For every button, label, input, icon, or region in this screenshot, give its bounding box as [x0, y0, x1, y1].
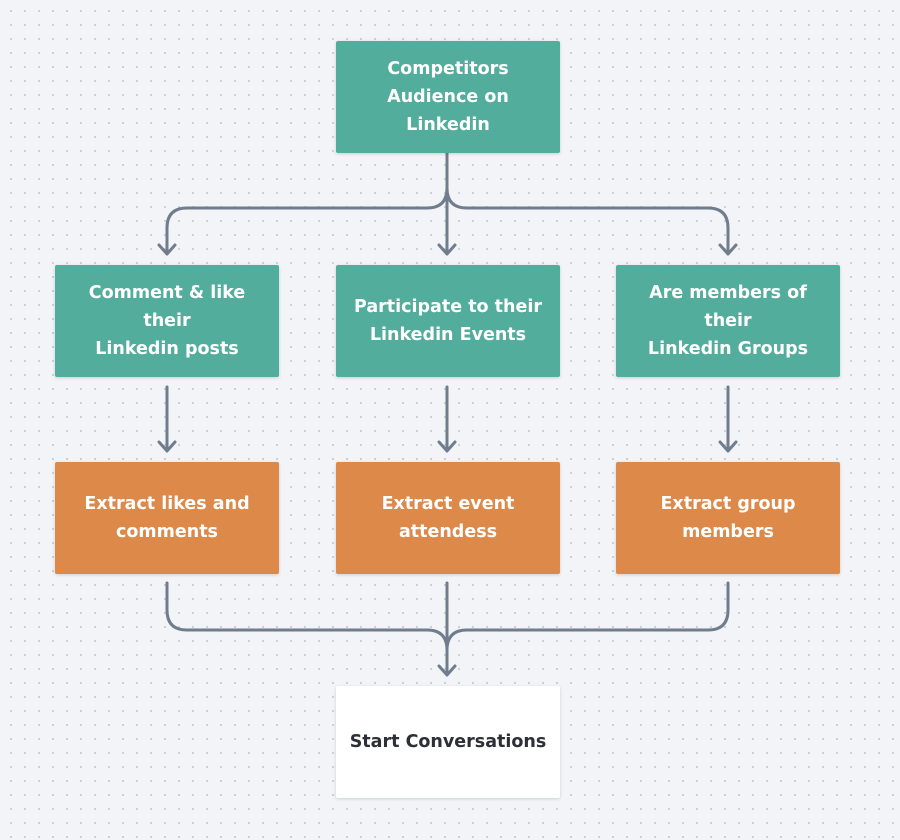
node-label: Competitors Audience on Linkedin [387, 59, 509, 135]
connector-merge-right [445, 581, 730, 652]
arrowhead-down [437, 664, 457, 677]
node-label: Extract likes and comments [84, 494, 250, 542]
arrowhead-down [718, 440, 738, 453]
node-label: Participate to their Linkedin Events [354, 297, 542, 345]
arrowhead-down [157, 243, 177, 256]
node-label: Extract event attendess [381, 494, 515, 542]
node-label: Start Conversations [349, 732, 547, 752]
arrowhead-down [157, 440, 177, 453]
node-start-conversations[interactable]: Start Conversations [336, 686, 560, 798]
node-label: Comment & like their Linkedin posts [88, 283, 246, 359]
arrowhead-down [718, 243, 738, 256]
node-participate-events[interactable]: Participate to their Linkedin Events [336, 265, 560, 377]
arrowhead-down [437, 440, 457, 453]
connector-root-split [165, 151, 449, 255]
node-extract-event-attendees[interactable]: Extract event attendess [336, 462, 560, 574]
node-extract-group-members[interactable]: Extract group members [616, 462, 840, 574]
node-competitors-audience[interactable]: Competitors Audience on Linkedin [336, 41, 560, 153]
connector-root-right [445, 186, 730, 255]
connector-merge-left [165, 581, 449, 676]
node-label: Are members of their Linkedin Groups [647, 283, 809, 359]
arrowhead-down [437, 243, 457, 256]
node-comment-like-posts[interactable]: Comment & like their Linkedin posts [55, 265, 279, 377]
node-extract-likes-comments[interactable]: Extract likes and comments [55, 462, 279, 574]
node-label: Extract group members [660, 494, 796, 542]
node-members-groups[interactable]: Are members of their Linkedin Groups [616, 265, 840, 377]
